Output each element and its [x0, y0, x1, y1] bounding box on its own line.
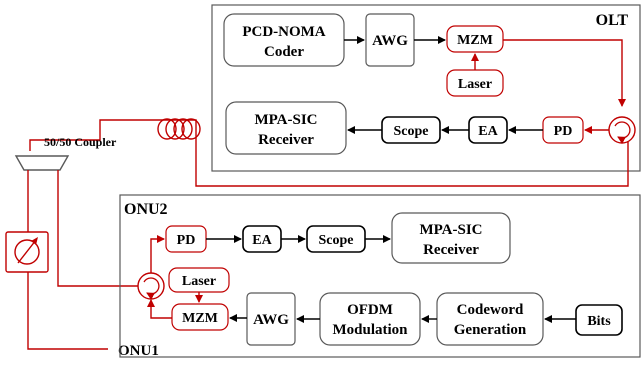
olt-scope-label: Scope	[394, 124, 429, 139]
fiber-mzm-to-circulator	[503, 39, 626, 107]
ofdm-modulation-label-1: OFDM	[347, 302, 393, 318]
olt-ea-label: EA	[478, 124, 498, 139]
olt-mzm-box	[446, 25, 504, 53]
codeword-generation-label-2: Generation	[454, 322, 527, 338]
olt-receiver-label-2: Receiver	[258, 132, 314, 148]
onu2-laser-label: Laser	[182, 274, 216, 289]
onu2-frame	[119, 194, 641, 358]
onu2-awg-label: AWG	[253, 312, 289, 328]
onu2-circulator-icon	[137, 272, 165, 300]
fiber-coupler-to-onu1	[27, 170, 108, 350]
olt-mzm-label: MZM	[457, 33, 493, 48]
olt-title: OLT	[596, 12, 629, 29]
onu2-mzm-box	[171, 303, 229, 331]
olt-section: OLT PCD-NOMA Coder AWG MZM Laser MPA-SIC…	[211, 4, 641, 172]
onu2-pd-label: PD	[177, 233, 196, 248]
onu2-mzm-label: MZM	[182, 311, 218, 326]
pcd-noma-coder-label-2: Coder	[264, 44, 304, 60]
fiber-coupler-to-onu2	[57, 170, 138, 287]
onu2-receiver-box	[391, 212, 511, 264]
fiber-circulator-to-pd-onu2	[150, 235, 165, 274]
olt-frame	[211, 4, 641, 172]
ofdm-modulation-label-2: Modulation	[332, 322, 408, 338]
bits-box	[575, 304, 623, 336]
olt-pd-label: PD	[554, 124, 573, 139]
fiber-spool-icon	[157, 118, 201, 140]
onu2-ea-label: EA	[252, 233, 272, 248]
coupler-icon	[14, 155, 70, 171]
onu1-label: ONU1	[118, 343, 159, 359]
onu2-receiver-label-1: MPA-SIC	[419, 222, 482, 238]
onu2-title: ONU2	[124, 201, 168, 218]
olt-awg-label: AWG	[372, 33, 408, 49]
olt-laser-label: Laser	[458, 77, 492, 92]
olt-circulator-icon	[608, 116, 636, 144]
onu2-section: ONU2 PD EA Scope MPA-SIC Receiver Laser …	[119, 194, 641, 358]
pcd-noma-coder-label-1: PCD-NOMA	[242, 24, 325, 40]
attenuator-icon	[5, 231, 49, 273]
fiber-olt-to-coupler-top	[29, 119, 629, 187]
olt-receiver-label-1: MPA-SIC	[254, 112, 317, 128]
onu2-awg-box	[246, 292, 296, 346]
bits-label: Bits	[587, 314, 611, 329]
fiber-mzm-to-circulator-onu2	[147, 299, 172, 319]
onu2-scope-label: Scope	[319, 233, 354, 248]
codeword-generation-label-1: Codeword	[457, 302, 524, 318]
coupler-label: 50/50 Coupler	[44, 135, 117, 149]
olt-receiver-box	[225, 101, 347, 155]
onu2-receiver-label-2: Receiver	[423, 242, 479, 258]
